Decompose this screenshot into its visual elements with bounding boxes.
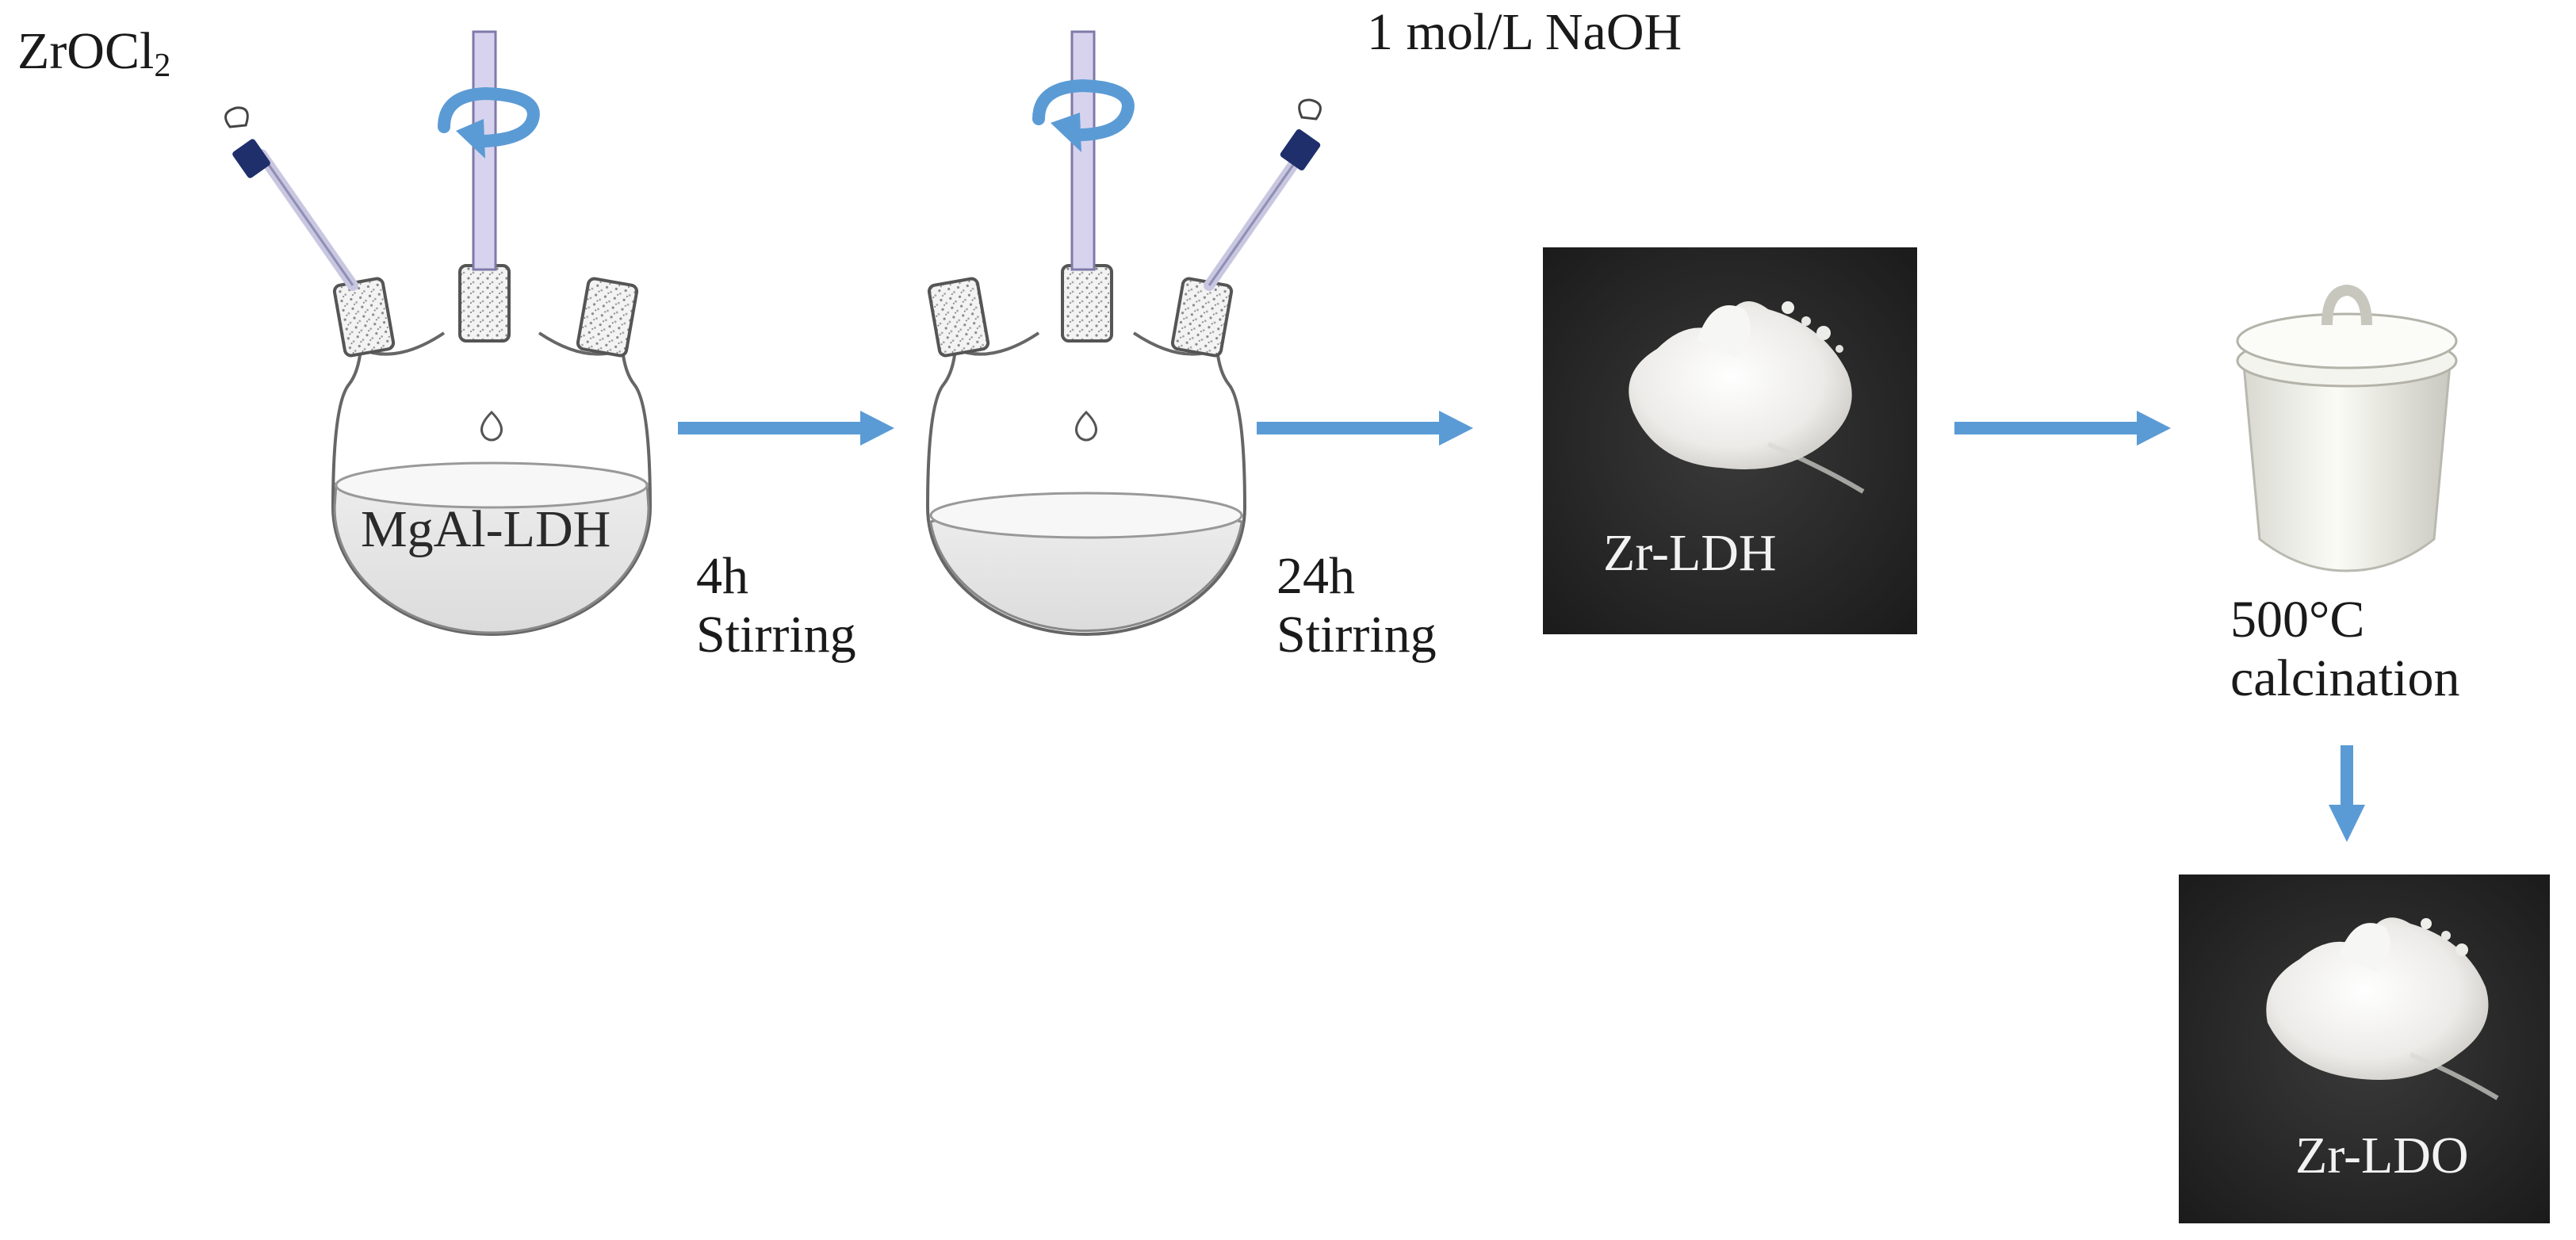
three-neck-flask-1: [224, 30, 653, 636]
step3-action: calcination: [2230, 649, 2460, 707]
zr-ldh-label: Zr-LDH: [1603, 524, 1777, 582]
zr-ldo-photo: [2179, 875, 2550, 1223]
step2-time: 24h: [1277, 547, 1355, 605]
step1-action: Stirring: [696, 605, 856, 664]
arrow-step-2: [1257, 411, 1473, 446]
step1-label: 4h Stirring: [696, 547, 856, 664]
zrocl2-label: ZrOCl2: [17, 22, 171, 84]
step3-temp: 500°C: [2230, 591, 2365, 649]
crucible: [2236, 284, 2458, 572]
arrow-step-4: [2329, 745, 2365, 842]
zr-ldo-label: Zr-LDO: [2295, 1127, 2469, 1185]
zr-ldh-photo: [1543, 247, 1917, 634]
mgal-ldh-label: MgAl-LDH: [361, 500, 611, 558]
stir-rod-2: [1032, 30, 1135, 271]
step2-label: 24h Stirring: [1277, 547, 1437, 664]
arrow-step-3: [1954, 411, 2171, 446]
step2-action: Stirring: [1277, 605, 1437, 664]
naoh-label: 1 mol/L NaOH: [1367, 3, 1682, 61]
step1-time: 4h: [696, 547, 748, 605]
dropper-1: [224, 106, 358, 291]
arrow-step-1: [678, 411, 894, 446]
step3-label: 500°C calcination: [2230, 591, 2460, 708]
three-neck-flask-2: [925, 30, 1322, 636]
dropper-2: [1204, 98, 1322, 291]
stir-rod-1: [438, 30, 540, 271]
